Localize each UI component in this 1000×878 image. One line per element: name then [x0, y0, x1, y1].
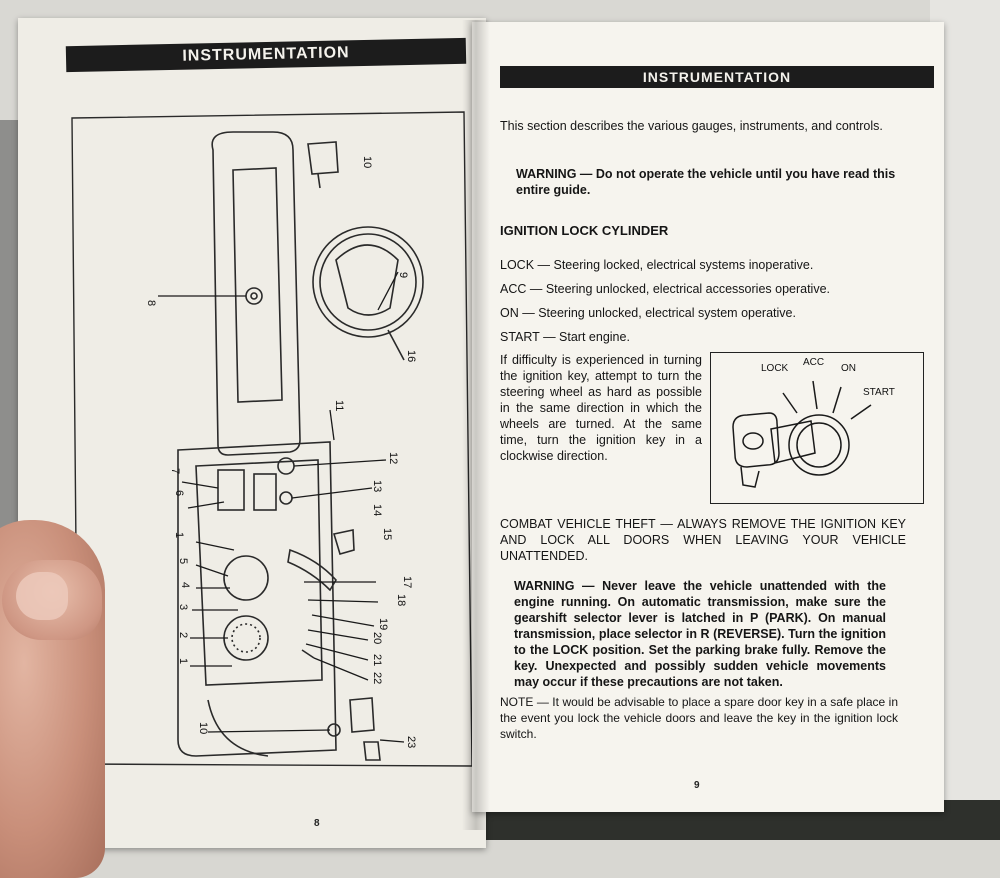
position-start: START — Start engine.	[500, 330, 630, 344]
vehicle-theft-notice: COMBAT VEHICLE THEFT — ALWAYS REMOVE THE…	[500, 517, 906, 563]
callout-8: 8	[145, 300, 157, 306]
callout-12: 12	[387, 452, 399, 464]
key-label-on: ON	[841, 363, 856, 374]
callout-1-lower: 1	[177, 658, 189, 664]
callout-5: 5	[177, 558, 189, 564]
right-page-number: 9	[694, 780, 700, 791]
position-on: ON — Steering unlocked, electrical syste…	[500, 306, 796, 320]
section-title-ignition: IGNITION LOCK CYLINDER	[500, 223, 669, 238]
callout-9: 9	[397, 272, 409, 278]
key-label-acc: ACC	[803, 357, 824, 368]
callout-23: 23	[405, 736, 417, 748]
callout-16: 16	[405, 350, 417, 362]
warning-read-guide: WARNING — Do not operate the vehicle unt…	[516, 167, 896, 197]
callout-3: 3	[177, 604, 189, 610]
callout-1-upper: 1	[173, 532, 185, 538]
thumbnail-nail	[16, 572, 68, 620]
callout-10-bottom: 10	[197, 722, 209, 734]
callout-6: 6	[173, 490, 185, 496]
callout-13: 13	[371, 480, 383, 492]
callout-14: 14	[371, 504, 383, 516]
callout-7: 7	[169, 468, 181, 474]
instrument-panel-diagram: 8 9 10 16 11 7 6 1 5 4 3 2 1 12 13 14 15…	[71, 111, 473, 767]
warning-unattended: WARNING — Never leave the vehicle unatte…	[514, 579, 886, 689]
callout-18: 18	[395, 594, 407, 606]
key-label-start: START	[863, 387, 895, 398]
difficulty-paragraph: If difficulty is experienced in turning …	[500, 353, 702, 463]
callout-21: 21	[371, 654, 383, 666]
note-spare-key: NOTE — It would be advisable to place a …	[500, 695, 898, 741]
callout-4: 4	[179, 582, 191, 588]
callout-20: 20	[371, 632, 383, 644]
callout-11: 11	[333, 400, 345, 411]
key-label-lock: LOCK	[761, 363, 789, 374]
position-lock: LOCK — Steering locked, electrical syste…	[500, 258, 814, 272]
intro-paragraph: This section describes the various gauge…	[500, 119, 883, 133]
callout-15: 15	[381, 528, 393, 540]
ignition-key-illustration: LOCK ACC ON START	[710, 352, 924, 504]
position-acc: ACC — Steering unlocked, electrical acce…	[500, 282, 831, 296]
callout-17: 17	[401, 576, 413, 588]
left-page-number: 8	[314, 818, 320, 829]
right-page-header: INSTRUMENTATION	[500, 66, 934, 88]
callout-10-top: 10	[361, 156, 373, 168]
book-gutter	[462, 20, 490, 830]
ignition-key-icon: LOCK ACC ON START	[732, 357, 895, 488]
callout-22: 22	[371, 672, 383, 684]
callout-19: 19	[377, 618, 389, 630]
callout-2: 2	[177, 632, 189, 638]
